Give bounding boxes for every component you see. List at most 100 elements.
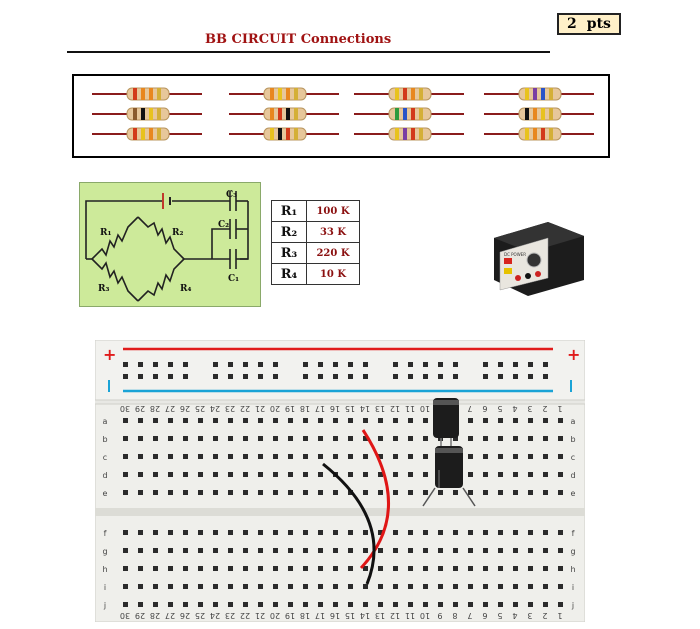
column-number: 11 [405, 611, 415, 620]
terminal-hole [258, 472, 263, 477]
column-number: 25 [195, 404, 205, 413]
terminal-hole [273, 418, 278, 423]
rail-hole [513, 374, 518, 379]
resistor [229, 107, 339, 121]
terminal-hole [438, 548, 443, 553]
column-number: 21 [255, 404, 265, 413]
row-letter: i [572, 583, 574, 592]
rail-hole [348, 374, 353, 379]
terminal-hole [513, 584, 518, 589]
rail-hole [243, 374, 248, 379]
resistor-value: 10 K [306, 263, 360, 285]
terminal-hole [333, 602, 338, 607]
terminal-hole [228, 454, 233, 459]
terminal-hole [138, 418, 143, 423]
terminal-hole [168, 584, 173, 589]
plus-rail-symbol-right: + [567, 345, 580, 364]
terminal-hole [363, 548, 368, 553]
terminal-hole [498, 584, 503, 589]
terminal-hole [228, 584, 233, 589]
terminal-hole [123, 584, 128, 589]
column-number: 7 [467, 611, 472, 620]
terminal-hole [153, 584, 158, 589]
terminal-hole [228, 436, 233, 441]
terminal-hole [168, 418, 173, 423]
column-number: 16 [330, 404, 340, 413]
terminal-hole [318, 602, 323, 607]
terminal-hole [363, 490, 368, 495]
column-number: 13 [375, 404, 385, 413]
resistor [354, 87, 464, 101]
rail-hole [303, 374, 308, 379]
resistor-name: R₁ [271, 200, 307, 222]
rail-hole [333, 362, 338, 367]
rail-hole [243, 362, 248, 367]
points-badge: 2 pts [557, 13, 621, 35]
terminal-hole [123, 566, 128, 571]
column-number: 27 [165, 611, 175, 620]
column-number: 10 [420, 611, 430, 620]
row-letter: a [103, 417, 108, 426]
terminal-hole [348, 472, 353, 477]
terminal-hole [513, 454, 518, 459]
column-number: 3 [527, 404, 532, 413]
rail-hole [408, 374, 413, 379]
terminal-hole [468, 490, 473, 495]
terminal-hole [558, 584, 563, 589]
column-number: 1 [557, 404, 562, 413]
terminal-hole [228, 548, 233, 553]
row-letter: b [570, 435, 575, 444]
terminal-hole [333, 436, 338, 441]
terminal-hole [348, 454, 353, 459]
row-letter: h [102, 565, 107, 574]
label-c2: C₂ [218, 220, 229, 230]
terminal-hole [288, 548, 293, 553]
terminal-hole [123, 548, 128, 553]
rail-hole [228, 362, 233, 367]
label-c3: C₃ [226, 190, 237, 200]
terminal-hole [318, 418, 323, 423]
row-letter: j [571, 601, 574, 610]
terminal-hole [333, 418, 338, 423]
terminal-hole [378, 472, 383, 477]
terminal-hole [243, 584, 248, 589]
row-letter: d [570, 471, 575, 480]
terminal-hole [423, 548, 428, 553]
rail-hole [258, 362, 263, 367]
terminal-hole [198, 548, 203, 553]
rail-hole [543, 374, 548, 379]
row-letter: i [104, 583, 106, 592]
minus-rail-mark-right [570, 380, 572, 392]
terminal-hole [543, 418, 548, 423]
terminal-hole [528, 454, 533, 459]
terminal-hole [333, 454, 338, 459]
terminal-hole [498, 418, 503, 423]
rail-hole [153, 374, 158, 379]
r2-zigzag [137, 216, 185, 260]
terminal-hole [543, 436, 548, 441]
terminal-hole [183, 490, 188, 495]
terminal-hole [288, 454, 293, 459]
terminal-hole [498, 566, 503, 571]
terminal-hole [408, 418, 413, 423]
terminal-hole [453, 584, 458, 589]
rail-hole [393, 374, 398, 379]
column-number: 15 [345, 404, 355, 413]
rail-hole [438, 362, 443, 367]
terminal-hole [243, 454, 248, 459]
terminal-hole [258, 584, 263, 589]
terminal-hole [468, 548, 473, 553]
terminal-hole [468, 454, 473, 459]
rail-hole [318, 362, 323, 367]
terminal-hole [273, 548, 278, 553]
terminal-hole [513, 602, 518, 607]
terminal-hole [123, 418, 128, 423]
resistor [92, 107, 202, 121]
terminal-hole [123, 454, 128, 459]
r1-zigzag [91, 216, 139, 260]
rail-hole [183, 362, 188, 367]
terminal-hole [138, 602, 143, 607]
terminal-hole [168, 436, 173, 441]
terminal-hole [498, 490, 503, 495]
terminal-hole [153, 436, 158, 441]
